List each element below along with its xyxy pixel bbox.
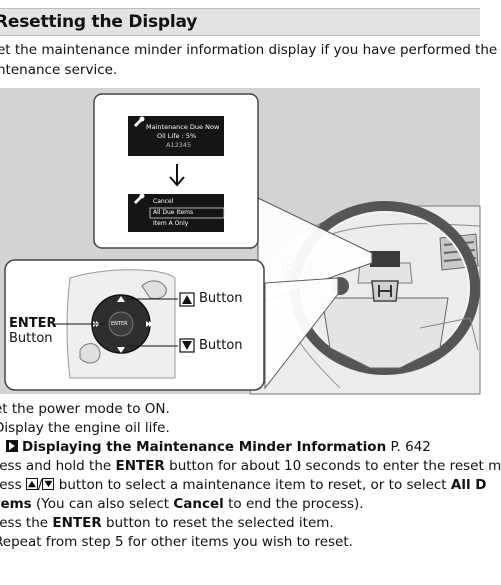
down-key-icon (42, 478, 55, 490)
step-line: ress and hold the ENTER button for about… (0, 457, 501, 476)
enter-callout-line1: ENTER (9, 316, 57, 331)
menu-item-cancel: Cancel (153, 198, 174, 205)
reference-line: Displaying the Maintenance Minder Inform… (0, 438, 494, 457)
reference-page: P. 642 (390, 439, 431, 455)
up-triangle-icon (179, 292, 195, 307)
step-line: et the power mode to ON. (0, 400, 494, 419)
step-text: / (37, 477, 43, 493)
step-text: ress the (0, 515, 49, 531)
step-bold: All D (450, 477, 487, 493)
steering-switch-pad (52, 269, 178, 379)
up-key-icon (25, 478, 38, 490)
screen1-oil-life: Oil Life : 5% (157, 132, 197, 140)
section-title-bar: Resetting the Display (0, 8, 480, 36)
step-text: Repeat from step 5 for other items you w… (0, 534, 353, 550)
pad-enter-label: ENTER (111, 321, 128, 327)
enter-callout-line2: Button (9, 331, 53, 346)
step-line: Display the engine oil life. (0, 419, 494, 438)
reference-arrow-icon (6, 440, 18, 452)
intro-paragraph: et the maintenance minder information di… (0, 40, 498, 80)
step-text: button to reset the selected item. (101, 515, 334, 531)
step-line: ress / button to select a maintenance it… (0, 476, 494, 495)
step-bold: Cancel (173, 496, 224, 512)
menu-selection-highlight (149, 207, 225, 219)
menu-item-all-due: All Due Items (153, 209, 194, 216)
reference-link[interactable]: Displaying the Maintenance Minder Inform… (22, 439, 387, 455)
step-bold: ENTER (115, 458, 165, 474)
down-triangle-icon (179, 338, 195, 353)
screen1-code: A12345 (166, 141, 192, 149)
step-text: (You can also select (31, 496, 174, 512)
step-bold: ENTER (52, 515, 102, 531)
step-text: ress (0, 477, 22, 493)
step-text: button for about 10 seconds to enter the… (164, 458, 501, 474)
up-button-callout: Button (199, 291, 243, 306)
step-text: to end the process). (223, 496, 364, 512)
step-text: Display the engine oil life. (0, 420, 170, 436)
down-button-callout: Button (199, 338, 243, 353)
step-text: ress and hold the (0, 458, 116, 474)
wrench-icon (134, 116, 145, 127)
step-line: tems (You can also select Cancel to end … (0, 495, 494, 514)
pad-callout-connector (264, 277, 339, 390)
menu-item-a-only: Item A Only (153, 220, 189, 227)
step-line: ress the ENTER button to reset the selec… (0, 514, 494, 533)
intro-line: et the maintenance minder information di… (0, 42, 498, 58)
display-screen-2 (128, 194, 224, 232)
step-text: button to select a maintenance item to r… (54, 477, 451, 493)
honda-logo-icon (371, 280, 399, 302)
step-text: et the power mode to ON. (0, 401, 170, 417)
screen1-title: Maintenance Due Now (146, 123, 220, 131)
arrow-down-icon (169, 164, 185, 187)
step-line: Repeat from step 5 for other items you w… (0, 533, 494, 552)
display-screen-1 (128, 116, 224, 156)
dashboard-illustration: Maintenance Due Now Oil Life : 5% A12345… (0, 88, 481, 395)
step-bold: tems (0, 496, 32, 512)
illustration-drawing (4, 93, 481, 395)
wrench-icon (134, 193, 145, 204)
section-title: Resetting the Display (0, 12, 198, 32)
intro-line: ntenance service. (0, 62, 118, 78)
procedure-steps: et the power mode to ON. Display the eng… (0, 400, 501, 552)
